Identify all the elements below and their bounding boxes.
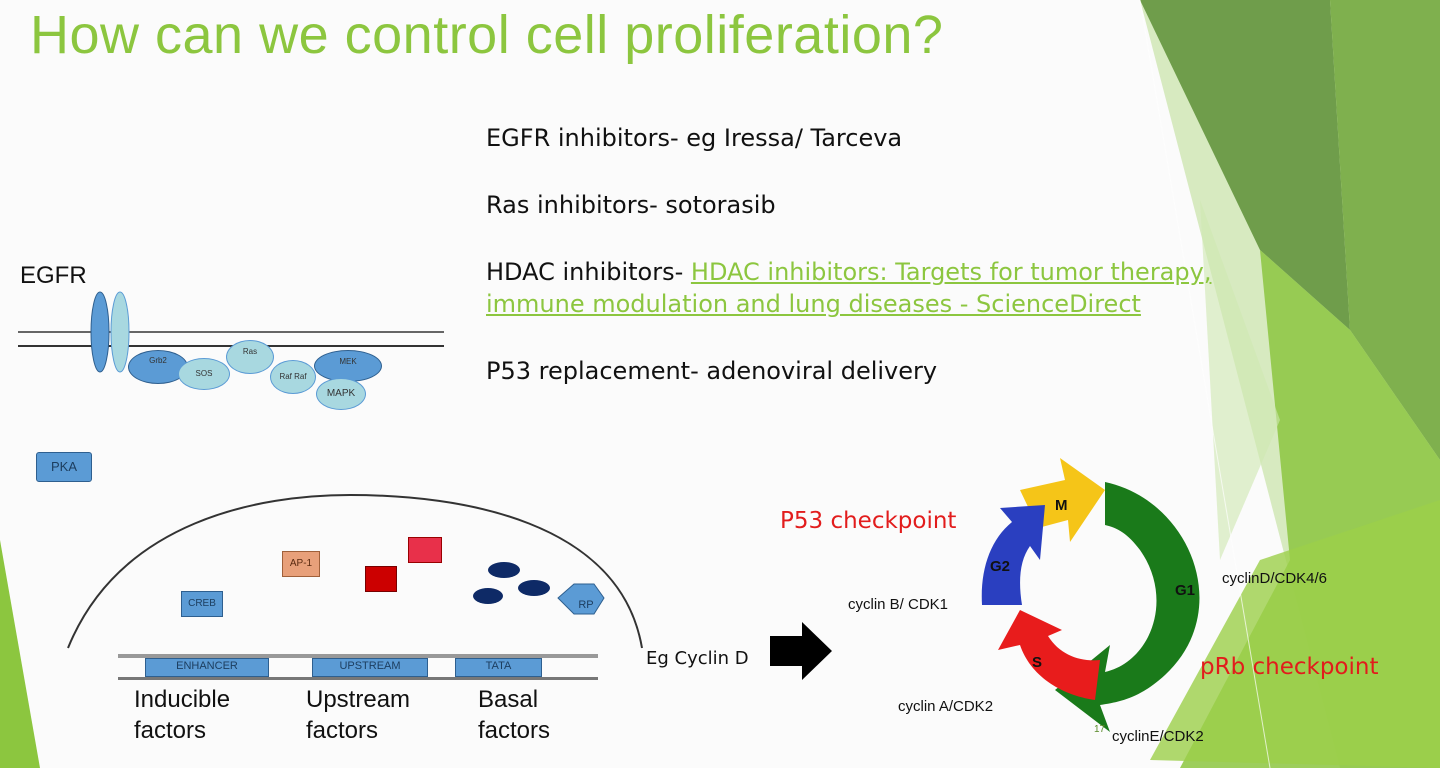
ras-node: Ras [226, 340, 274, 374]
bullet-ras: Ras inhibitors- sotorasib [486, 191, 776, 219]
phase-g1-label: G1 [1175, 582, 1196, 599]
inducible-line1: Inducible [134, 686, 231, 713]
p53-checkpoint-label: P53 checkpoint [780, 508, 957, 534]
bullet-p53: P53 replacement- adenoviral delivery [486, 357, 938, 385]
inducible-factors-label: Inducible factors [134, 684, 230, 746]
upstream-box: UPSTREAM [312, 658, 428, 677]
egfr-label: EGFR [20, 262, 87, 289]
bullet-hdac-prefix: HDAC inhibitors- [486, 258, 691, 286]
mek-node: MEK [314, 350, 382, 382]
bullet-egfr: EGFR inhibitors- eg Iressa/ Tarceva [486, 124, 903, 152]
upstream-line1: Upstream [306, 686, 411, 713]
cyclin-a-label: cyclin A/CDK2 [898, 698, 994, 715]
red-factor-1 [365, 566, 397, 592]
cyclin-b-label: cyclin B/ CDK1 [848, 596, 949, 613]
enhancer-box: ENHANCER [145, 658, 269, 677]
tata-box: TATA [455, 658, 542, 677]
right-arrow-icon [770, 622, 832, 680]
cyclin-e-label: cyclinE/CDK2 [1112, 728, 1204, 745]
pka-box: PKA [36, 452, 92, 482]
raf-node: Raf Raf [270, 360, 316, 394]
egfr-membrane-diagram [18, 291, 444, 373]
basal-factors-label: Basal factors [478, 684, 550, 746]
sos-node: SOS [178, 358, 230, 390]
inducible-line2: factors [134, 717, 207, 744]
mapk-node: MAPK [316, 378, 366, 410]
dna-line-top [118, 654, 598, 658]
phase-g2-label: G2 [990, 558, 1011, 575]
prb-checkpoint-label: pRb checkpoint [1200, 654, 1379, 680]
dna-line-bottom [118, 677, 598, 680]
eg-cyclin-d-label: Eg Cyclin D [646, 648, 749, 669]
basal-line1: Basal [478, 686, 539, 713]
cyclin-d-label: cyclinD/CDK4/6 [1222, 570, 1328, 587]
slide-title: How can we control cell proliferation? [30, 5, 944, 65]
ap1-box: AP-1 [282, 551, 320, 577]
phase-s-label: S [1032, 654, 1043, 671]
rp-label: RP [578, 599, 594, 611]
upstream-line2: factors [306, 717, 379, 744]
phase-m-label: M [1055, 497, 1068, 514]
footnote-number: 17 [1094, 724, 1106, 735]
hdac-link-line2[interactable]: immune modulation and lung diseases - Sc… [486, 290, 1141, 318]
upstream-factors-label: Upstream factors [306, 684, 410, 746]
basal-line2: factors [478, 717, 551, 744]
nucleus-diagram [67, 493, 643, 649]
hdac-link-line2-wrap: immune modulation and lung diseases - Sc… [486, 290, 1141, 318]
red-factor-2 [408, 537, 442, 563]
cell-cycle-diagram [981, 458, 1200, 732]
bullet-hdac: HDAC inhibitors- HDAC inhibitors: Target… [486, 258, 1211, 286]
creb-box: CREB [181, 591, 223, 617]
ap1-label: AP-1 [289, 558, 313, 569]
hdac-link[interactable]: HDAC inhibitors: Targets for tumor thera… [690, 258, 1212, 286]
